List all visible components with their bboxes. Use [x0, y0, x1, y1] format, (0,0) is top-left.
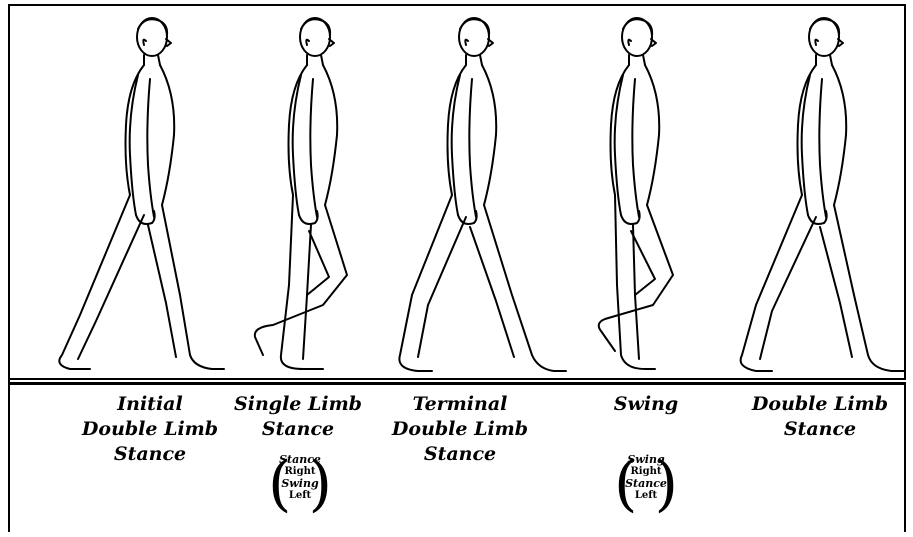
walker-4	[599, 18, 673, 369]
walker-1	[59, 18, 224, 369]
caption-line: Stance	[735, 417, 905, 442]
walker-illustrations	[0, 0, 913, 380]
walker-5	[741, 18, 904, 371]
caption-line: Stance	[375, 442, 545, 467]
caption-double-limb-stance: Double Limb Stance	[735, 392, 905, 442]
walker-3	[399, 18, 566, 371]
caption-line: Terminal	[375, 392, 545, 417]
caption-line: Double Limb	[735, 392, 905, 417]
caption-terminal-double-limb-stance: Terminal Double Limb Stance	[375, 392, 545, 467]
caption-line: Stance	[65, 442, 235, 467]
note-swing-right-stance-left: ( ) Swing Right Stance Left	[614, 448, 678, 524]
ground-line	[10, 378, 906, 385]
caption-initial-double-limb-stance: Initial Double Limb Stance	[65, 392, 235, 467]
caption-line: Double Limb	[375, 417, 545, 442]
caption-swing: Swing	[561, 392, 731, 417]
walker-2	[255, 18, 347, 369]
caption-line: Initial	[65, 392, 235, 417]
caption-line: Swing	[561, 392, 731, 417]
caption-line: Single Limb	[213, 392, 383, 417]
note-stance-right-swing-left: ( ) Stance Right Swing Left	[268, 448, 332, 524]
caption-line: Stance	[213, 417, 383, 442]
caption-line: Double Limb	[65, 417, 235, 442]
caption-single-limb-stance: Single Limb Stance	[213, 392, 383, 442]
